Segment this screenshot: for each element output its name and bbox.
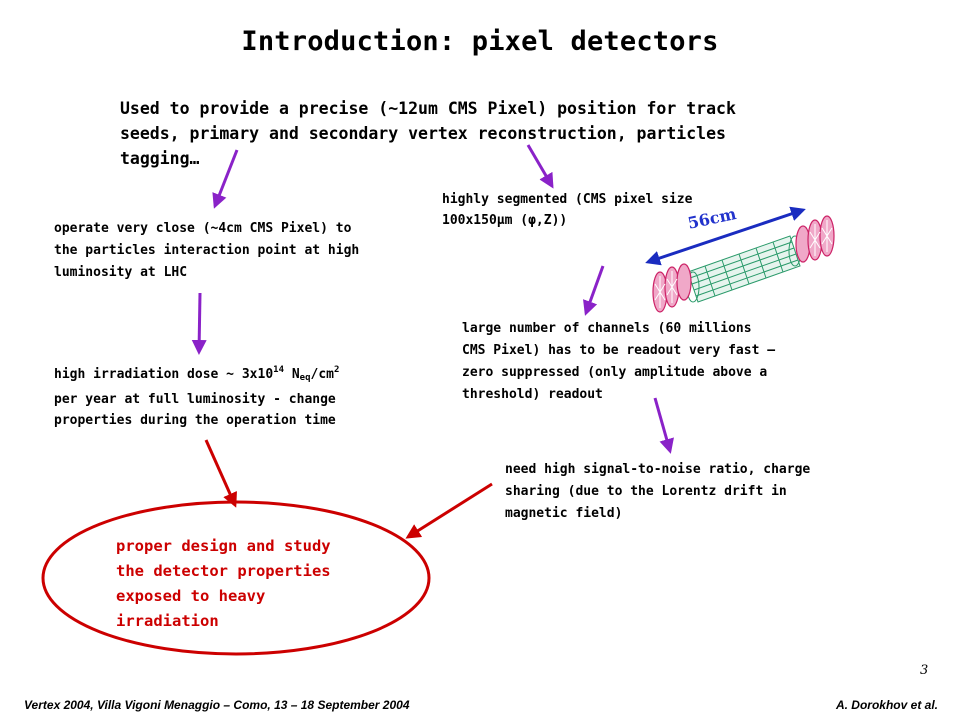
close-point-line: luminosity at LHC: [54, 265, 188, 280]
dose-unit2: /cm: [310, 367, 334, 382]
endcap-disks-left-icon: [652, 263, 692, 313]
dose-subscript: eq: [299, 373, 311, 383]
close-point-line: the particles interaction point at high: [54, 243, 360, 258]
arrow-snr-to-conclusion: [405, 482, 493, 539]
arrow-intro-to-segmented: [526, 144, 554, 189]
snr-line: magnetic field): [505, 506, 623, 521]
arrow-intro-to-close: [212, 149, 239, 209]
dose-unit: N: [284, 367, 300, 382]
segmentation-line: highly segmented (CMS pixel size: [442, 192, 693, 207]
intro-line: tagging…: [120, 149, 200, 168]
close-point-line: operate very close (~4cm CMS Pixel) to: [54, 221, 352, 236]
detector-image: [645, 206, 835, 313]
dose-line: per year at full luminosity - change: [54, 392, 336, 407]
arrow-close-to-dose: [191, 292, 207, 355]
dose-text: high irradiation dose ~ 3x1014 Neq/cm2 p…: [54, 360, 339, 431]
channels-text: large number of channels (60 millions CM…: [462, 318, 775, 406]
conclusion-line: irradiation: [116, 612, 219, 630]
dose-prefix: high irradiation dose ~ 3x10: [54, 367, 274, 382]
conclusion-line: proper design and study: [116, 537, 331, 555]
dose-line: high irradiation dose ~ 3x1014 Neq/cm2: [54, 360, 339, 389]
dose-line: properties during the operation time: [54, 413, 336, 428]
conclusion-line: the detector properties: [116, 562, 331, 580]
segmentation-line: 100x150μm (φ,Z)): [442, 213, 568, 228]
channels-line: large number of channels (60 millions: [462, 321, 752, 336]
barrel-icon: [686, 235, 802, 303]
snr-line: sharing (due to the Lorentz drift in: [505, 484, 787, 499]
channels-line: CMS Pixel) has to be readout very fast –: [462, 343, 776, 358]
channels-line: threshold) readout: [462, 387, 603, 402]
dose-exponent: 14: [273, 365, 284, 375]
intro-text: Used to provide a precise (~12um CMS Pix…: [120, 96, 736, 171]
channels-line: zero suppressed (only amplitude above a: [462, 365, 768, 380]
endcap-disks-right-icon: [795, 215, 835, 263]
slide-title: Introduction: pixel detectors: [241, 26, 719, 57]
arrow-dose-to-conclusion: [204, 439, 237, 508]
dimension-arrow: [645, 206, 806, 266]
snr-text: need high signal-to-noise ratio, charge …: [505, 459, 810, 525]
close-point-text: operate very close (~4cm CMS Pixel) to t…: [54, 218, 359, 284]
footer-conference: Vertex 2004, Villa Vigoni Menaggio – Com…: [24, 698, 410, 712]
intro-line: Used to provide a precise (~12um CMS Pix…: [120, 99, 736, 118]
conclusion-text: proper design and study the detector pro…: [116, 534, 331, 634]
dose-superscript: 2: [333, 365, 340, 375]
segmentation-text: highly segmented (CMS pixel size 100x150…: [442, 189, 692, 231]
arrow-segmented-to-channels: [583, 265, 605, 316]
intro-line: seeds, primary and secondary vertex reco…: [120, 124, 726, 143]
snr-line: need high signal-to-noise ratio, charge: [505, 462, 811, 477]
footer-author: A. Dorokhov et al.: [835, 698, 938, 712]
arrow-channels-to-snr: [653, 397, 674, 454]
page-number: 3: [920, 663, 929, 678]
conclusion-line: exposed to heavy: [116, 587, 266, 605]
